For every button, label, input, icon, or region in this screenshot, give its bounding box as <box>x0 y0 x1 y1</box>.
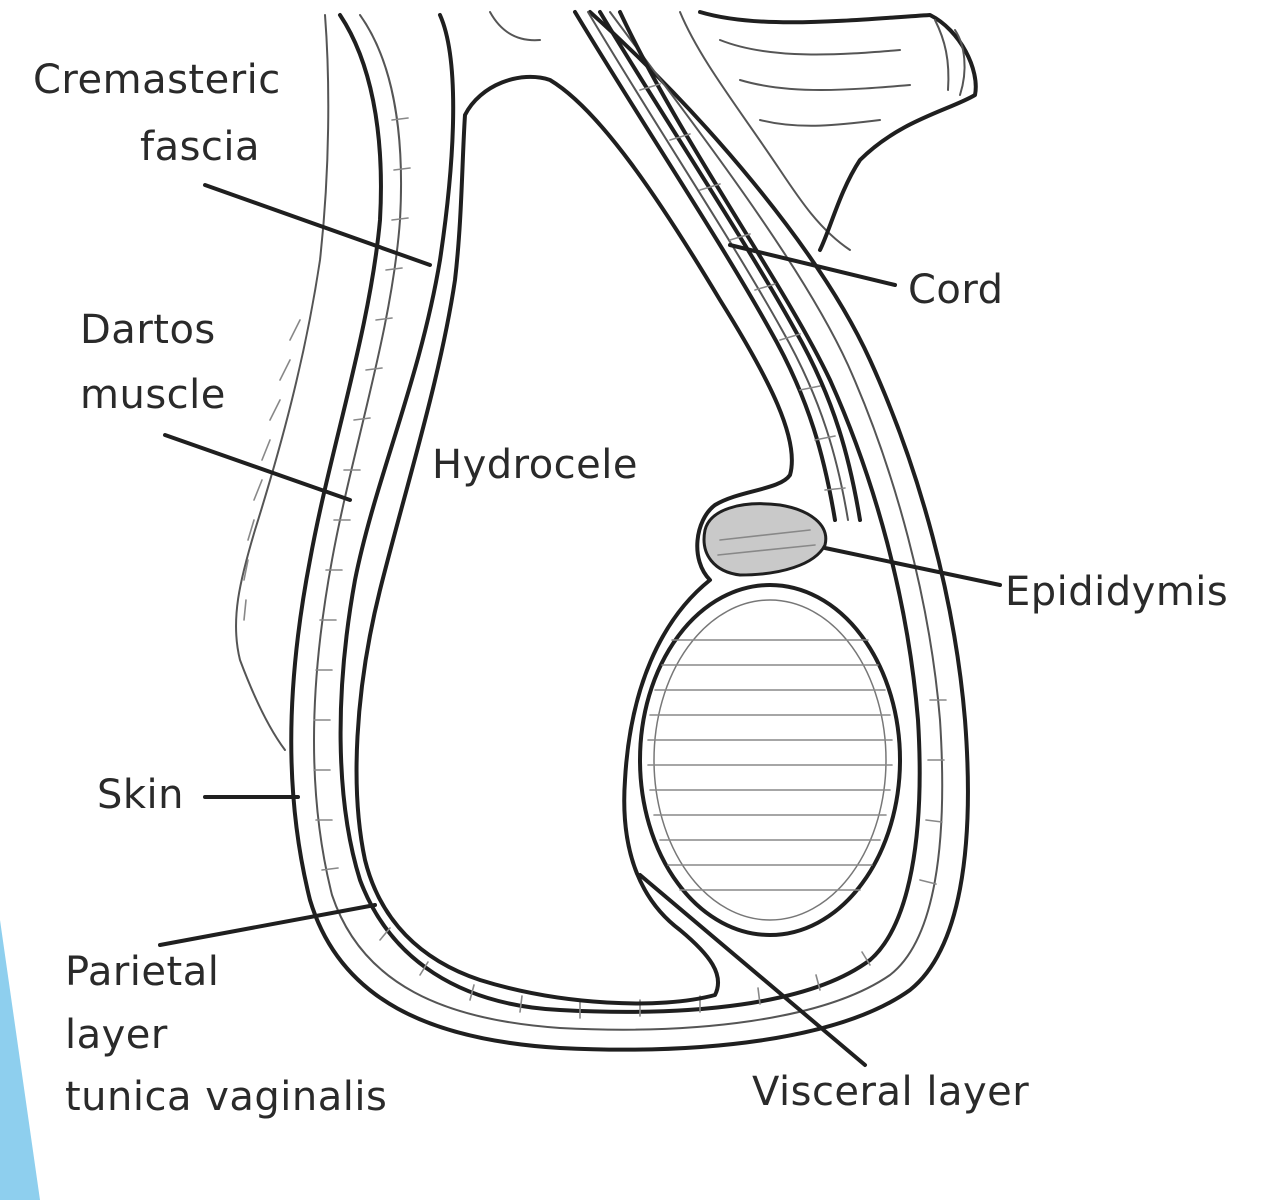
scrotal-wall-outer <box>289 10 970 1052</box>
label-parietal-line1: Parietal <box>65 949 219 995</box>
hydrocele-sac <box>354 74 794 1006</box>
leader-visceral <box>638 873 867 1067</box>
leader-dartos <box>163 433 352 502</box>
label-dartos-muscle-line2: muscle <box>80 372 226 418</box>
leader-parietal <box>158 903 377 947</box>
label-parietal-line3: tunica vaginalis <box>65 1074 387 1120</box>
spermatic-cord <box>573 10 862 522</box>
leader-cremasteric <box>203 183 432 267</box>
leader-lines <box>158 183 1002 1067</box>
leader-cord <box>728 243 897 287</box>
label-visceral-layer: Visceral layer <box>752 1069 1029 1115</box>
leader-epididymis <box>823 546 1002 587</box>
epididymis-shape <box>702 502 828 577</box>
label-cremasteric-fascia-line2: fascia <box>140 124 260 170</box>
labels: Cremasteric fascia Dartos muscle Hydroce… <box>33 57 1228 1120</box>
scrotal-wall-inner <box>338 10 922 1014</box>
label-dartos-muscle-line1: Dartos <box>80 307 216 353</box>
label-skin: Skin <box>97 772 184 818</box>
testis-shape <box>638 583 902 937</box>
wall-hatching <box>313 117 947 1019</box>
corner-accent <box>0 920 40 1200</box>
label-cremasteric-fascia-line1: Cremasteric <box>33 57 281 103</box>
label-hydrocele: Hydrocele <box>432 442 638 488</box>
label-parietal-line2: layer <box>65 1012 168 1058</box>
upper-tissue-sketch <box>489 10 978 252</box>
label-epididymis: Epididymis <box>1005 569 1228 615</box>
scrotal-wall-middle <box>313 11 944 1031</box>
label-cord: Cord <box>908 267 1004 313</box>
